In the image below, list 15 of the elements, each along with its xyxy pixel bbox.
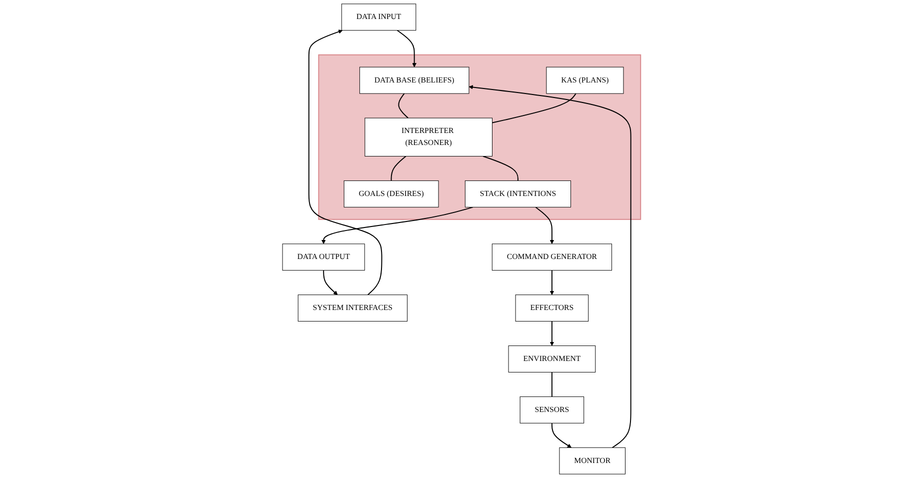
arrow [551,422,572,448]
arrow [535,206,554,244]
connector [390,156,406,182]
arrow [396,30,416,68]
arrow [550,270,554,296]
arrow [321,206,474,244]
connector [398,93,409,119]
arrow [550,320,554,346]
arrow [468,85,632,448]
arrow [323,270,338,296]
connector [551,372,552,398]
arrow [308,30,382,296]
cluster [318,54,642,220]
connector [482,156,518,182]
connector [492,93,576,124]
